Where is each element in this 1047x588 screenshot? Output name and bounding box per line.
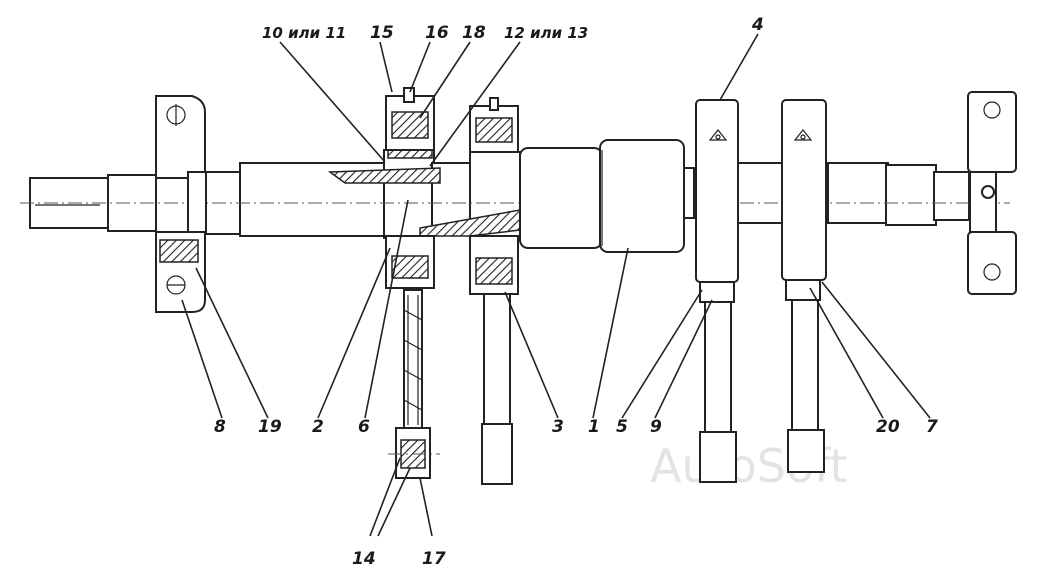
label-1: 1 [588,417,600,437]
label-18: 18 [462,23,486,43]
connecting-rod-20-7 [781,99,827,473]
label-12-or-13: 12 или 13 [504,24,588,42]
right-bearing-block [967,91,1017,295]
second-bearing-assembly [469,97,519,485]
label-6: 6 [358,417,370,437]
label-3: 3 [552,417,564,437]
label-2: 2 [312,417,324,437]
label-9: 9 [650,417,662,437]
label-4: 4 [751,15,764,35]
label-19: 19 [258,417,282,437]
label-8: 8 [214,417,226,437]
label-7: 7 [926,417,938,437]
callout-labels: 10 или 11 15 16 18 12 или 13 4 8 19 2 6 … [214,15,938,569]
label-15: 15 [370,23,394,43]
label-20: 20 [876,417,900,437]
label-14: 14 [352,549,376,569]
shaft-section-hatching [327,149,521,237]
center-bearing-assembly [385,87,440,479]
leader-lines [181,33,931,537]
crank-drum [519,139,695,253]
label-5: 5 [616,417,628,437]
label-16: 16 [425,23,449,43]
connecting-rod-4 [695,99,739,483]
left-bearing-block [155,95,207,313]
label-17: 17 [422,549,446,569]
label-10-or-11: 10 или 11 [262,24,346,42]
